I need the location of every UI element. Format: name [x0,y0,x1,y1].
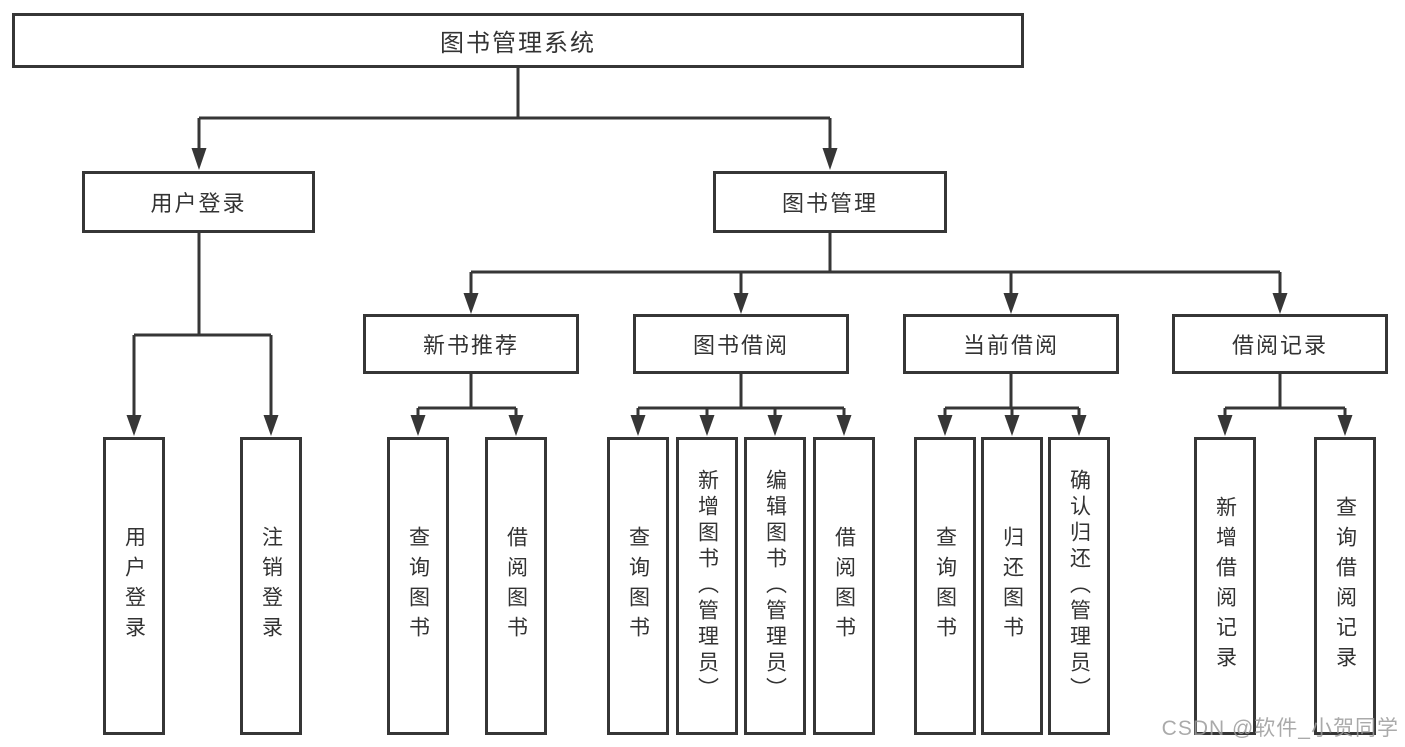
leaf-add-book-admin: 新增图书（管理员） [676,437,738,735]
node-user-login: 用户登录 [82,171,315,233]
arrowhead-icons [126,148,1353,436]
node-book-management: 图书管理 [713,171,947,233]
node-current-borrow: 当前借阅 [903,314,1119,374]
node-borrow-record: 借阅记录 [1172,314,1388,374]
leaf-query-borrow-record: 查询借阅记录 [1314,437,1376,735]
leaf-borrow-book: 借阅图书 [813,437,875,735]
node-new-book-recommend: 新书推荐 [363,314,579,374]
node-library-management-system: 图书管理系统 [12,13,1024,68]
leaf-query-book: 查询图书 [607,437,669,735]
leaf-borrow-book-recommend: 借阅图书 [485,437,547,735]
leaf-logout: 注销登录 [240,437,302,735]
leaf-user-login: 用户登录 [103,437,165,735]
csdn-watermark: CSDN @软件_小贺同学 [1161,717,1399,740]
leaf-add-borrow-record: 新增借阅记录 [1194,437,1256,735]
leaf-return-book: 归还图书 [981,437,1043,735]
leaf-edit-book-admin: 编辑图书（管理员） [744,437,806,735]
leaf-query-book-current: 查询图书 [914,437,976,735]
leaf-query-book-recommend: 查询图书 [387,437,449,735]
leaf-confirm-return-admin: 确认归还（管理员） [1048,437,1110,735]
node-book-borrow: 图书借阅 [633,314,849,374]
